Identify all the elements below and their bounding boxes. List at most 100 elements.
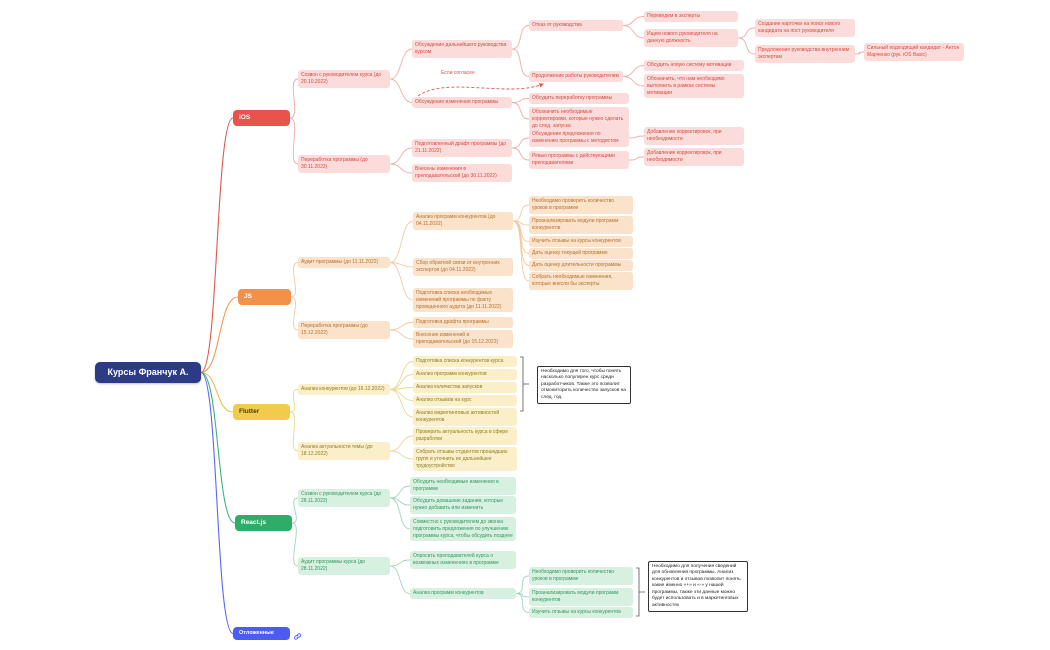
- node-js-k1[interactable]: Необходимо проверить количество уроков в…: [529, 196, 633, 214]
- node-re-audit[interactable]: Аудит программы курса (до 28.11.2022): [298, 557, 390, 575]
- node-ios-pererabotka[interactable]: Переработка программы (до 30.11.2022): [298, 155, 390, 173]
- node-js-k3[interactable]: Изучить отзывы на курсы конкурентов: [529, 236, 633, 247]
- connector: [290, 262, 299, 298]
- node-js-draft[interactable]: Подготовка драфта программы: [413, 317, 513, 328]
- node-ios-motiv2[interactable]: Обозначить, что нам необходимо выполнить…: [644, 74, 744, 99]
- node-react[interactable]: React.js: [235, 515, 292, 531]
- connector: [200, 117, 234, 374]
- connector: [389, 329, 414, 340]
- connector: [511, 48, 530, 77]
- connector: [512, 220, 530, 266]
- node-js-k5[interactable]: Дать оценку длительности программы: [529, 260, 633, 271]
- connector: [511, 25, 530, 50]
- node-re-3[interactable]: Совместно с руководителем до звонка подг…: [410, 517, 516, 542]
- link-icon[interactable]: [293, 628, 302, 640]
- connector: [389, 220, 414, 263]
- connector: [737, 37, 756, 55]
- node-ios-sozvon[interactable]: Созвон с руководителем курса (до 20.10.2…: [298, 70, 390, 88]
- connector: [389, 450, 414, 460]
- node-ios-kandidat[interactable]: Сильный подходящий кандидат - Антон Марч…: [864, 43, 964, 61]
- node-js-obratnaya[interactable]: Сбор обратной связи от внутренних экспер…: [413, 258, 513, 276]
- connector: [389, 78, 413, 103]
- node-deferred[interactable]: Отложенные: [233, 627, 290, 641]
- connector: [389, 389, 414, 418]
- node-re-1[interactable]: Обсудить необходимые изменения в програм…: [410, 477, 516, 495]
- node-fl-konkurenty[interactable]: Анализ конкурентов (до 16.12.2022): [298, 384, 390, 395]
- node-fl-5[interactable]: Анализ маркетинговых активностей конкуре…: [413, 408, 517, 426]
- connector: [200, 296, 239, 374]
- node-ios[interactable]: iOS: [233, 110, 290, 126]
- node-js-spisok[interactable]: Подготовка списка необходимых изменений …: [413, 288, 513, 313]
- node-ios-motiv1[interactable]: Обсудить новую систему мотивации: [644, 60, 744, 71]
- node-re-4[interactable]: Опросить преподавателей курса о возможны…: [410, 551, 516, 569]
- connector: [389, 565, 411, 594]
- connector: [289, 411, 299, 452]
- node-js-vnesenie[interactable]: Внесение изменений в преподавательской (…: [413, 330, 513, 348]
- connector: [389, 163, 413, 174]
- connector: [200, 371, 236, 524]
- connector: [389, 485, 411, 499]
- connector: [291, 497, 299, 524]
- node-ios-korrektirovki[interactable]: Обозначить необходимые корректировки, ко…: [529, 107, 629, 132]
- node-js[interactable]: JS: [238, 289, 291, 305]
- node-js-k4[interactable]: Дать оценку текущей программе: [529, 248, 633, 259]
- node-ios-korr1[interactable]: Добавление корректировок, при необходимо…: [644, 127, 744, 145]
- node-ios-rukovodstvo[interactable]: Обсуждение дальнейшего руководства курсо…: [412, 40, 512, 58]
- node-fl-2[interactable]: Анализ программ конкурентов: [413, 369, 517, 380]
- connector: [389, 322, 414, 331]
- node-ios-izmeneniya[interactable]: Обсуждение изменения программы: [412, 97, 512, 108]
- node-re-note[interactable]: Необходимо для получения сведений для об…: [648, 561, 748, 613]
- node-fl-aktualnost[interactable]: Анализ актуальности темы (до 18.12.2022): [298, 442, 390, 460]
- connector: [737, 27, 756, 39]
- connector: [511, 102, 530, 120]
- node-js-pererabotka[interactable]: Переработка программы (до 15.12.2022): [298, 321, 390, 339]
- node-ios-korr2[interactable]: Добавление корректировок, при необходимо…: [644, 148, 744, 166]
- node-ios-prodolzhenie[interactable]: Продолжение работы руководителем: [529, 71, 623, 82]
- connector: [512, 220, 530, 282]
- node-re-k2[interactable]: Проанализировать модули программ конкуре…: [529, 588, 633, 606]
- connector: [512, 204, 530, 222]
- node-re-sozvon[interactable]: Созвон с руководителем курса (до 28.11.2…: [298, 489, 390, 507]
- node-ios-vneseny[interactable]: Внесены изменения в преподавательской (д…: [412, 164, 512, 182]
- connector: [290, 296, 299, 331]
- connector: [854, 51, 865, 55]
- connector: [389, 262, 414, 268]
- connector: [511, 98, 530, 103]
- node-js-k6[interactable]: Собрать необходимые изменения, которые в…: [529, 272, 633, 290]
- node-fl-note[interactable]: Необходимо для того, чтобы понять наскол…: [537, 366, 631, 405]
- connector: [389, 435, 414, 452]
- connector: [622, 25, 645, 39]
- relation-arrow: [417, 83, 544, 97]
- connector: [622, 65, 645, 77]
- node-ios-ischem[interactable]: Ищем нового руководителя на данную должн…: [644, 29, 738, 47]
- connector: [515, 593, 530, 613]
- node-ios-review[interactable]: Ревью программы с действующими преподава…: [529, 151, 629, 169]
- node-ios-otkaz[interactable]: Отказ от руководства: [529, 20, 623, 31]
- node-re-k3[interactable]: Изучить отзывы на курсы конкурентов: [529, 607, 633, 618]
- connector: [389, 147, 413, 165]
- node-root[interactable]: Курсы Франчук А.: [95, 362, 201, 383]
- node-re-2[interactable]: Обсудить домашние задания, которые нужно…: [410, 496, 516, 514]
- annotation-bracket: [520, 356, 529, 412]
- connector: [628, 135, 645, 139]
- node-js-audit[interactable]: Аудит программы (до 11.11.2022): [298, 257, 390, 268]
- node-fl-4[interactable]: Анализ отзывов на курс: [413, 395, 517, 406]
- node-fl-1[interactable]: Подготовка списка конкурентов курса: [413, 356, 517, 367]
- node-ios-obsudit-pererab[interactable]: Обсудить переработку программы: [529, 93, 629, 104]
- node-fl-a1[interactable]: Проверить актуальность курса в сфере раз…: [413, 427, 517, 445]
- node-ios-predlozhenie[interactable]: Предложение руководства внутренним экспе…: [755, 45, 855, 63]
- node-ios-perevedem[interactable]: Переведем в эксперты: [644, 11, 738, 22]
- node-ios-kartochka[interactable]: Создание карточки на поиск нового кандид…: [755, 19, 855, 37]
- node-fl-a2[interactable]: Собрать отзывы студентов прошедших групп…: [413, 447, 517, 472]
- node-fl-3[interactable]: Анализ количества запусков: [413, 382, 517, 393]
- connector: [511, 147, 530, 161]
- node-js-k2[interactable]: Проанализировать модули программ конкуре…: [529, 216, 633, 234]
- node-re-k1[interactable]: Необходимо проверить количество уроков в…: [529, 567, 633, 585]
- node-flutter[interactable]: Flutter: [233, 404, 290, 420]
- node-re-5[interactable]: Анализ программ конкурентов: [410, 588, 516, 599]
- node-ios-draft[interactable]: Подготовленный драфт программы (до 21.11…: [412, 139, 512, 157]
- node-ios-metodist[interactable]: Обсуждение предложения по изменению прог…: [529, 129, 629, 147]
- node-js-konkurenty[interactable]: Анализ программ конкурентов (до 04.11.20…: [413, 212, 513, 230]
